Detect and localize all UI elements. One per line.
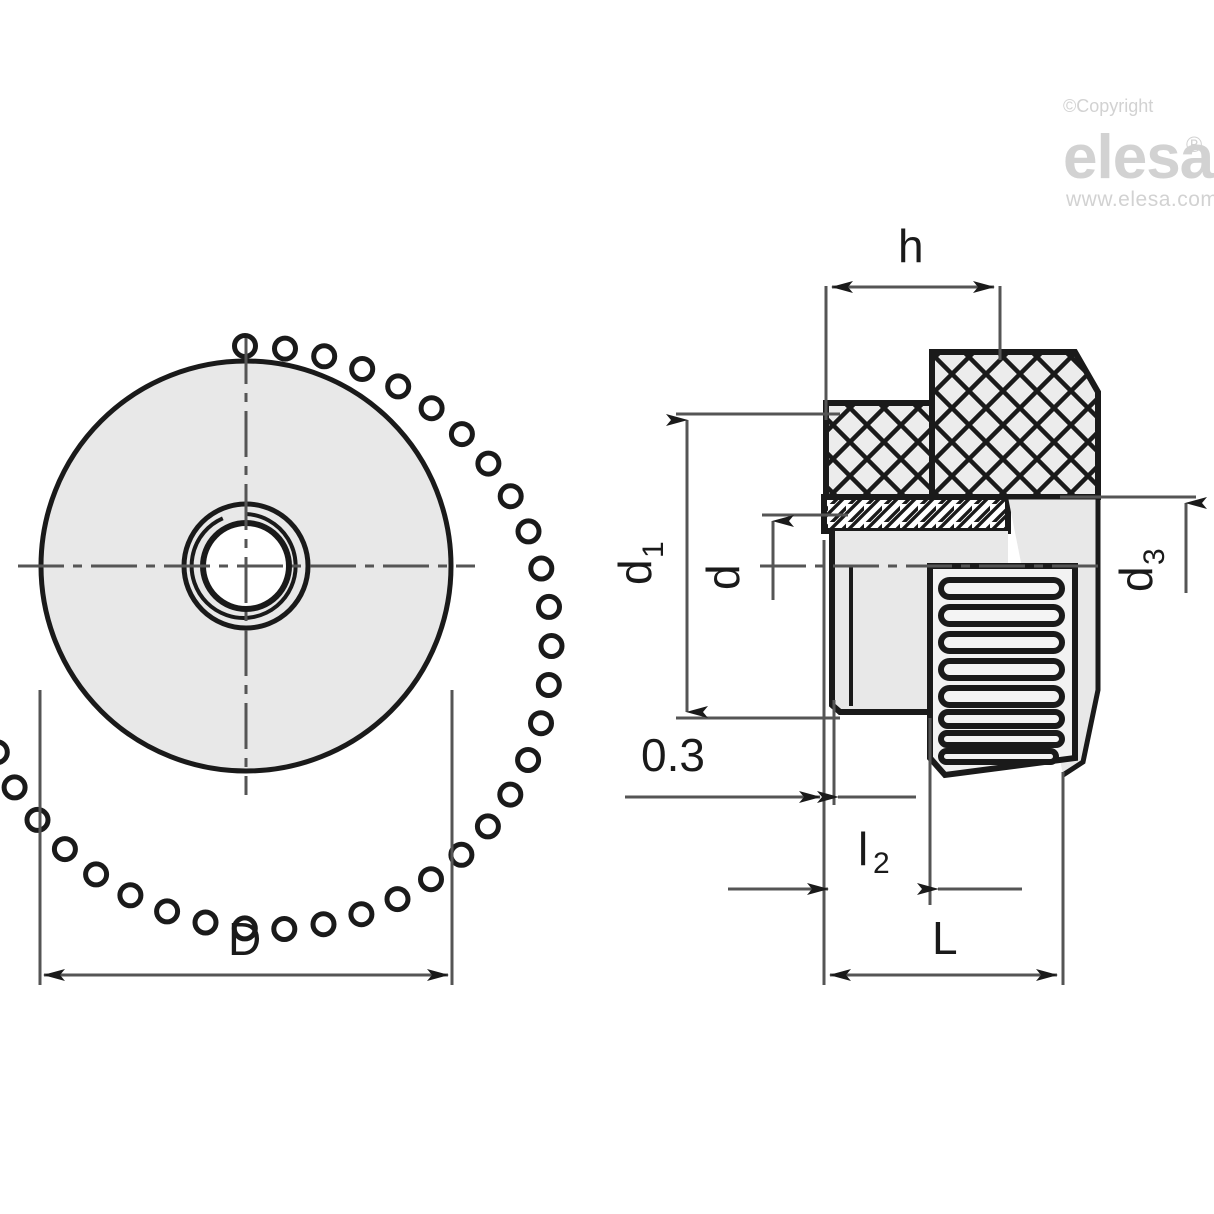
knurled-grip (929, 349, 1101, 500)
registered-trademark-icon: ® (1186, 132, 1202, 157)
thread-arc (189, 512, 298, 620)
copyright-text: ©Copyright (1063, 96, 1153, 116)
elesa-branding: ©Copyright elesa ® www.elesa.com (1063, 96, 1214, 211)
dimension-0-3: 0.3 (625, 729, 916, 803)
front-centrelines (18, 338, 475, 795)
website-url-text: www.elesa.com (1065, 188, 1214, 211)
dimension-label-d3-subscript: 3 (1138, 548, 1171, 565)
dimension-d1: d 1 (609, 412, 840, 720)
dimension-label-d1: d (609, 559, 661, 585)
dimension-label-d3: d (1110, 566, 1162, 592)
dimension-L: L (829, 912, 1058, 981)
section-hatch-band (821, 494, 1011, 534)
section-extension-lines (822, 540, 1065, 985)
dimension-label-d: d (697, 564, 749, 590)
elesa-logo-text: elesa (1063, 123, 1214, 192)
dimension-l2: l 2 (728, 823, 1022, 895)
d-extension-lines (38, 690, 454, 985)
dimension-d3: d 3 (1060, 495, 1207, 593)
dimension-h: h (824, 220, 1002, 420)
dimension-d: d (697, 513, 848, 600)
dimension-D: D (43, 913, 449, 981)
knurl-bead-ring (0, 333, 565, 942)
dimension-label-D: D (228, 913, 261, 965)
dimension-label-d1-subscript: 1 (637, 541, 670, 558)
flange-step-upper (823, 400, 935, 500)
front-view: D (0, 333, 565, 985)
section-view: h d 1 d d 3 (609, 220, 1207, 985)
dimension-label-0-3: 0.3 (641, 729, 705, 781)
dimension-label-L: L (932, 912, 958, 964)
dimension-label-l2-subscript: 2 (873, 847, 890, 880)
dimension-label-l2: l (858, 823, 868, 875)
dimension-label-h: h (898, 220, 924, 272)
thread-profile (927, 563, 1078, 779)
